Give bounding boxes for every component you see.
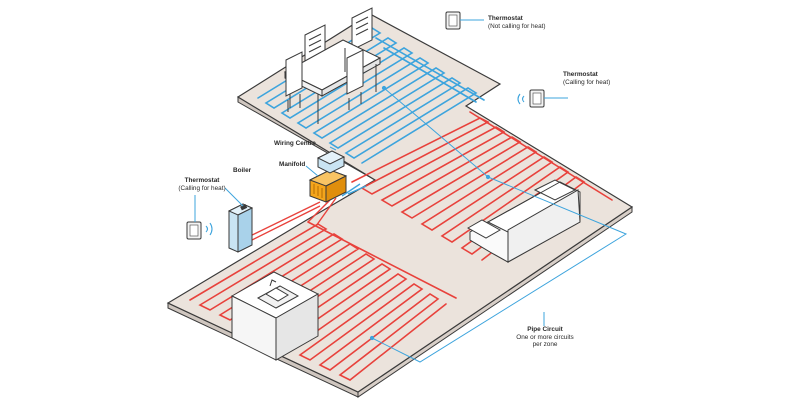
thermostat-right-status: (Calling for heat) xyxy=(563,78,611,86)
thermostat-right-title: Thermostat xyxy=(563,71,598,78)
boiler-label: Boiler xyxy=(233,167,251,175)
pipe-circuit-line1: One or more circuits xyxy=(516,333,574,341)
thermostat-top-label: Thermostat (Not calling for heat) xyxy=(488,15,546,30)
wiring-centre-label: Wiring Centre xyxy=(274,140,316,148)
thermostat-left-status: (Calling for heat) xyxy=(178,184,226,192)
manifold xyxy=(308,169,348,203)
thermostat-top-icon xyxy=(445,11,461,30)
dining-set xyxy=(283,7,382,124)
boiler xyxy=(227,203,254,253)
manifold-title: Manifold xyxy=(279,161,306,168)
thermostat-right-icon xyxy=(517,89,545,108)
manifold-feed-pipes xyxy=(245,183,367,243)
wiring-centre-title: Wiring Centre xyxy=(274,140,316,147)
thermostat-right-label: Thermostat (Calling for heat) xyxy=(563,71,610,86)
thermostat-left-label: Thermostat (Calling for heat) xyxy=(167,177,237,192)
thermostat-top-status: (Not calling for heat) xyxy=(488,22,546,30)
thermostat-top-title: Thermostat xyxy=(488,15,523,22)
boiler-title: Boiler xyxy=(233,167,252,174)
kitchen-unit xyxy=(230,271,320,361)
leader-lines xyxy=(194,19,628,363)
thermostat-left-icon xyxy=(186,221,213,240)
pipe-zone-kitchen xyxy=(189,221,457,381)
thermostat-left-title: Thermostat xyxy=(184,177,220,184)
pipe-circuit-line2: per zone xyxy=(532,341,558,349)
pipe-circuit-title: Pipe Circuit xyxy=(527,326,563,333)
manifold-label: Manifold xyxy=(279,161,305,169)
wiring-centre xyxy=(316,150,346,174)
pipe-circuit-label: Pipe Circuit One or more circuits per zo… xyxy=(509,326,581,349)
